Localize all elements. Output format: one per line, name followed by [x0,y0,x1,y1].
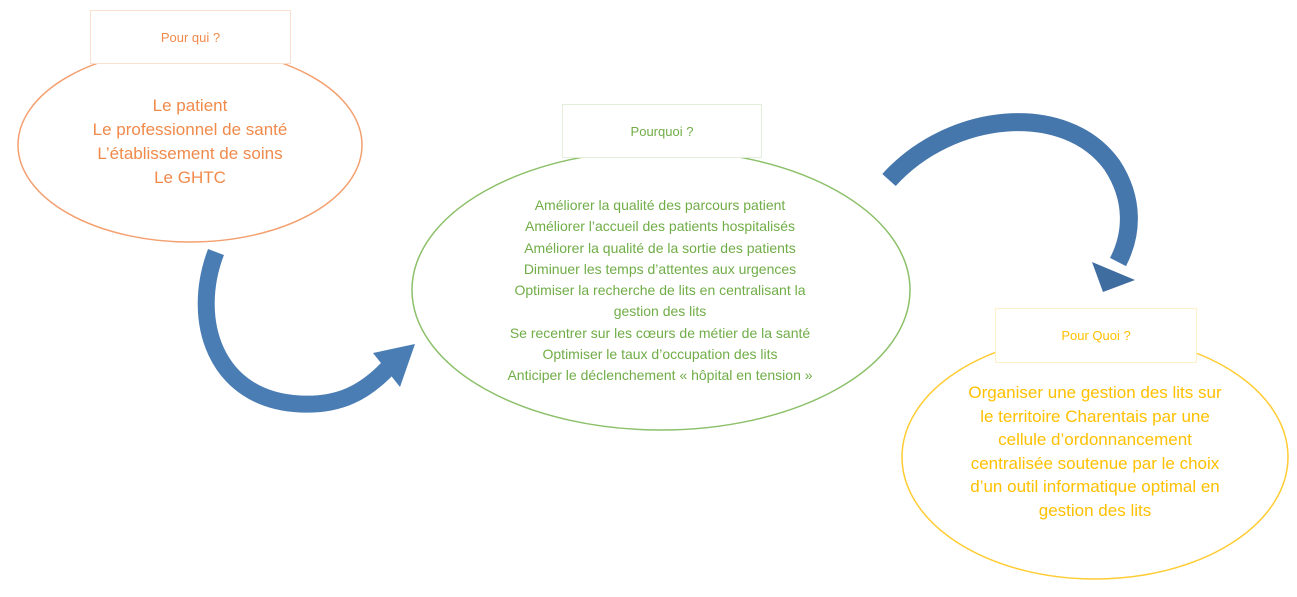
pour-qui-text: Le patient Le professionnel de santé L’é… [40,94,340,190]
pour-quoi-line: Organiser une gestion des lits sur [968,383,1222,402]
pour-quoi-line: d’un outil informatique optimal en [970,477,1220,496]
pourquoi-line: Optimiser la recherche de lits en centra… [514,282,806,299]
pourquoi-line: gestion des lits [613,303,707,320]
pourquoi-line: Anticiper le déclenchement « hôpital en … [507,367,813,384]
pour-quoi-line: cellule d’ordonnancement [998,430,1192,449]
pourquoi-label: Pourquoi ? [562,104,762,158]
pourquoi-title: Pourquoi ? [630,123,694,139]
pour-qui-line: Le GHTC [154,168,226,187]
pourquoi-line: Se recentrer sur les cœurs de métier de … [509,324,811,341]
curved-arrow-2 [882,113,1138,292]
pour-quoi-text: Organiser une gestion des lits sur le te… [935,381,1255,522]
pour-qui-line: Le professionnel de santé [92,120,288,139]
pourquoi-line: Améliorer l’accueil des patients hospita… [524,218,796,235]
pour-quoi-line: centralisée soutenue par le choix [970,453,1220,473]
pour-quoi-line: le territoire Charentais par une [980,406,1210,426]
pour-qui-line: Le patient [152,96,228,115]
pourquoi-line: Optimiser le taux d’occupation des lits [542,346,778,363]
pour-qui-line: L’établissement de soins [97,144,283,163]
curved-arrow-1 [197,248,415,413]
pourquoi-line: Améliorer la qualité des parcours patien… [534,197,786,213]
pourquoi-line: Diminuer les temps d’attentes aux urgenc… [523,260,797,277]
pour-qui-label: Pour qui ? [90,10,291,64]
pourquoi-line: Améliorer la qualité de la sortie des pa… [524,239,796,256]
pour-quoi-title: Pour Quoi ? [1061,328,1131,343]
pour-qui-title: Pour qui ? [160,29,221,45]
pour-quoi-label: Pour Quoi ? [995,308,1197,363]
pourquoi-text: Améliorer la qualité des parcours patien… [440,195,880,387]
pour-quoi-line: gestion des lits [1038,500,1152,520]
